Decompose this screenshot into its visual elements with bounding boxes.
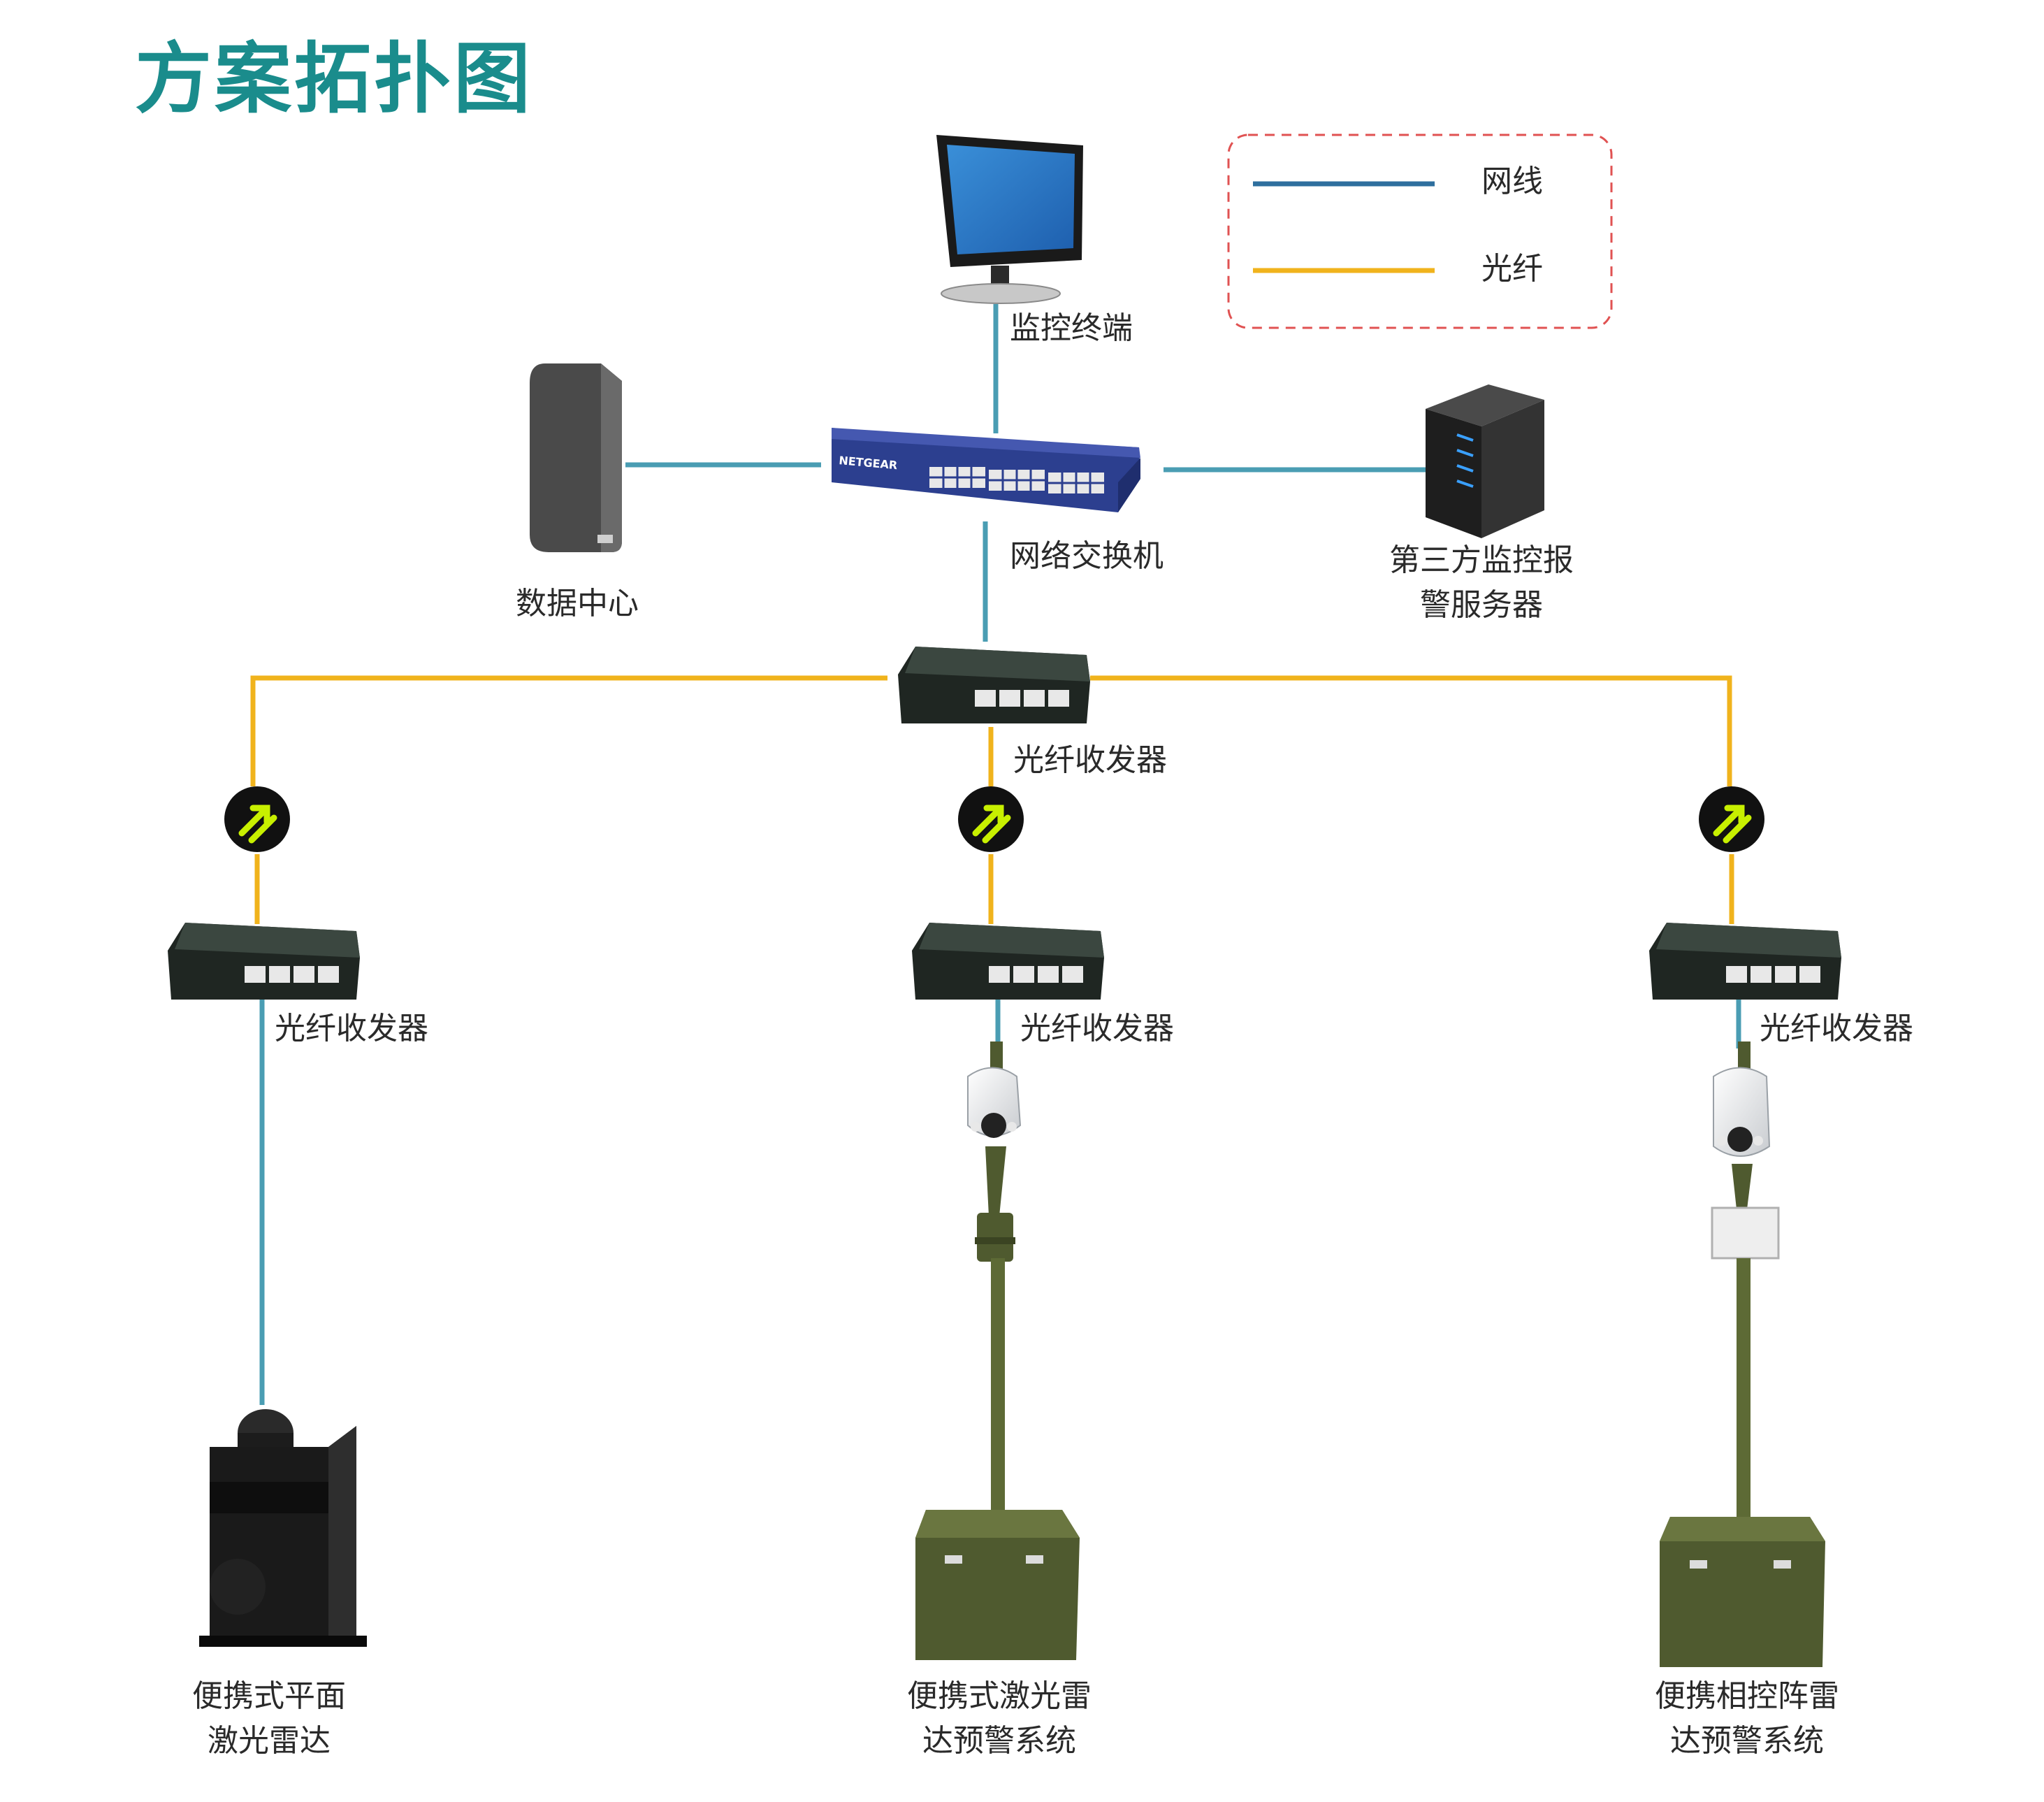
legend-border (1227, 134, 1613, 329)
network-lines (259, 304, 1741, 1405)
center-transceiver-label: 光纤收发器 (1020, 1011, 1174, 1046)
center-device-label-line1: 便携式激光雷 (907, 1678, 1092, 1714)
fiber-right (1090, 675, 1732, 786)
fiber-lines (250, 675, 1734, 924)
legend-fiber-label: 光纤 (1481, 251, 1543, 287)
data-center-icon (530, 363, 622, 552)
main-transceiver-label: 光纤收发器 (1013, 742, 1167, 778)
server-label: 第三方监控报 警服务器 (1380, 538, 1583, 628)
server-icon (1426, 384, 1544, 538)
left-device-label-line2: 激光雷达 (208, 1723, 331, 1759)
server-label-line1: 第三方监控报 (1389, 542, 1574, 578)
switch-label: 网络交换机 (1010, 538, 1164, 574)
page-title: 方案拓扑图 (135, 34, 533, 124)
right-transceiver-label: 光纤收发器 (1760, 1011, 1913, 1046)
left-device-label: 便携式平面 激光雷达 (161, 1674, 377, 1764)
legend-network-label: 网线 (1481, 164, 1543, 199)
center-device-label: 便携式激光雷 达预警系统 (891, 1674, 1108, 1764)
fiber-arrow-right-icon (1699, 786, 1764, 852)
fiber-left (250, 675, 887, 786)
data-center-label: 数据中心 (516, 586, 639, 621)
planar-lidar-icon (199, 1409, 367, 1647)
laser-radar-system-icon (915, 1041, 1080, 1660)
transceiver-left-icon (168, 923, 360, 1000)
monitor-label: 监控终端 (1010, 310, 1133, 346)
legend (1227, 134, 1613, 329)
transceiver-main-icon (898, 647, 1090, 723)
fiber-arrow-left-icon (224, 786, 290, 852)
server-label-line2: 警服务器 (1420, 587, 1543, 623)
left-device-label-line1: 便携式平面 (192, 1678, 346, 1714)
left-transceiver-label: 光纤收发器 (275, 1011, 428, 1046)
switch-icon: NETGEAR (832, 428, 1140, 512)
fiber-arrow-center-icon (958, 786, 1024, 852)
transceiver-right-icon (1649, 923, 1841, 1000)
right-device-label-line2: 达预警系统 (1670, 1723, 1824, 1759)
right-device-label: 便携相控阵雷 达预警系统 (1639, 1674, 1855, 1764)
monitor-icon (936, 135, 1083, 304)
right-device-label-line1: 便携相控阵雷 (1655, 1678, 1839, 1714)
phased-array-radar-system-icon (1660, 1041, 1825, 1667)
center-device-label-line2: 达预警系统 (922, 1723, 1076, 1759)
transceiver-center-icon (912, 923, 1104, 1000)
